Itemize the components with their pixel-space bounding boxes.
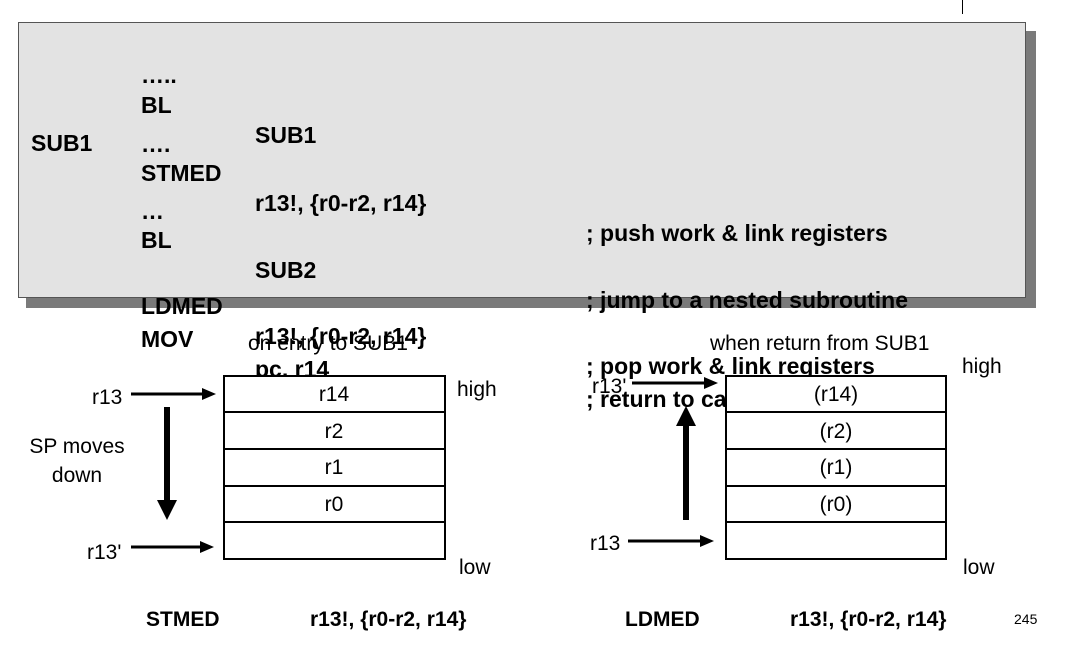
top-edge-tick: [962, 0, 963, 14]
code-listing: BL SUB1 ….. SUB1 STMED r13!, {r0-r2, r14…: [18, 22, 1026, 412]
right-stack-cell: [725, 411, 947, 450]
right-stack-diagram: when return from SUB1 (r14) (r2) (r1) (r…: [590, 332, 1002, 631]
down-arrowhead-icon: [157, 500, 177, 520]
right-cell-label: (r1): [820, 456, 853, 479]
code-comment: ; pop work & link registers: [586, 353, 875, 379]
code-comment: ; jump to a nested subroutine: [586, 287, 909, 313]
right-cell-label: (r0): [820, 493, 853, 516]
code-opcode: MOV: [141, 326, 194, 352]
left-top-arrowhead-icon: [202, 388, 216, 400]
right-cell-label: (r14): [814, 383, 858, 406]
code-line-3: BL SUB2 ; jump to a nested subroutine: [19, 165, 1025, 313]
code-ellipsis-1: …..: [141, 62, 177, 88]
right-bottom-pointer-label: r13: [590, 532, 620, 555]
code-opcode: BL: [141, 92, 172, 118]
left-bottom-pointer-label: r13': [87, 541, 121, 564]
left-caption-operands: r13!, {r0-r2, r14}: [310, 608, 466, 631]
code-ellipsis-2: ….: [141, 131, 171, 157]
left-bottom-arrowhead-icon: [200, 541, 214, 553]
right-cell-label: (r2): [820, 420, 853, 443]
left-top-pointer-label: r13: [92, 386, 122, 409]
sp-moves-label-line2: down: [52, 464, 102, 487]
left-stack-diagram: on entry to SUB1 r14 r2 r1 r0 high low r…: [29, 332, 496, 631]
code-operands: SUB2: [255, 257, 317, 283]
code-comment: ; push work & link registers: [586, 220, 888, 246]
left-stack-cell: [223, 485, 446, 523]
right-high-label: high: [962, 355, 1002, 378]
stack-diagrams: on entry to SUB1 r14 r2 r1 r0 high low r…: [29, 332, 1038, 631]
left-stack-cell: [223, 521, 446, 560]
code-line-2: SUB1 STMED r13!, {r0-r2, r14} ; push wor…: [19, 98, 1025, 246]
code-line-5: MOV pc, r14 ; return to calling program: [19, 264, 1025, 412]
up-arrowhead-icon: [676, 406, 696, 426]
code-operands: SUB1: [255, 122, 317, 148]
right-diagram-title: when return from SUB1: [709, 332, 929, 355]
left-cell-label: r2: [325, 420, 344, 443]
right-caption-operands: r13!, {r0-r2, r14}: [790, 608, 946, 631]
code-operands: r13!, {r0-r2, r14}: [255, 323, 427, 349]
code-operands: r13!, {r0-r2, r14}: [255, 190, 427, 216]
right-low-label: low: [963, 556, 995, 579]
code-label: SUB1: [31, 130, 93, 156]
right-top-pointer-label: r13': [592, 375, 626, 398]
code-opcode: LDMED: [141, 293, 223, 319]
right-caption-opcode: LDMED: [625, 608, 700, 631]
right-stack-cell: [725, 375, 947, 413]
left-caption-opcode: STMED: [146, 608, 220, 631]
left-stack-cell: [223, 375, 446, 413]
right-top-arrowhead-icon: [704, 377, 718, 389]
left-high-label: high: [457, 378, 497, 401]
code-opcode: STMED: [141, 160, 222, 186]
page-number: 245: [1014, 611, 1038, 627]
right-stack-cells: [725, 375, 947, 560]
code-opcode: BL: [141, 227, 172, 253]
left-stack-cell: [223, 411, 446, 450]
code-line-4: LDMED r13!, {r0-r2, r14} ; pop work & li…: [19, 231, 1025, 379]
left-cell-label: r0: [325, 493, 344, 516]
left-cell-label: r14: [319, 383, 350, 406]
left-stack-cells: [223, 375, 446, 560]
right-bottom-arrowhead-icon: [700, 535, 714, 547]
left-diagram-title: on entry to SUB1: [248, 332, 408, 355]
right-stack-cell: [725, 521, 947, 560]
code-line-1: BL SUB1: [19, 30, 1025, 148]
code-ellipsis-3: …: [141, 198, 164, 224]
left-low-label: low: [459, 556, 491, 579]
sp-moves-label-line1: SP moves: [29, 435, 124, 458]
right-stack-cell: [725, 448, 947, 487]
left-cell-label: r1: [325, 456, 344, 479]
